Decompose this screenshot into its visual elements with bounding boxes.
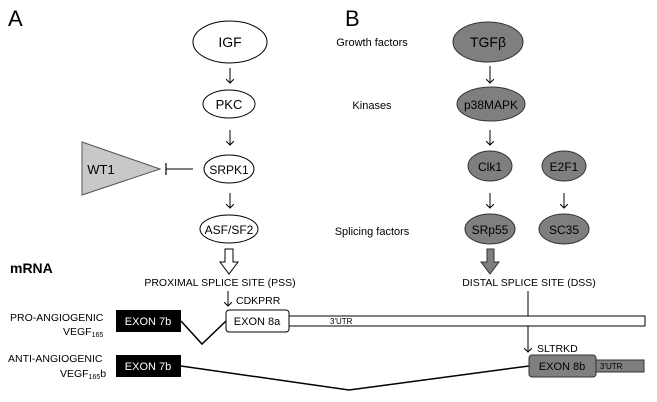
- igf-node: [192, 20, 268, 64]
- panel-label-b: B: [345, 6, 360, 31]
- pro-vegf-sub: 165: [92, 332, 104, 339]
- anti-vegf-label: VEGF165b: [60, 368, 106, 381]
- pss-hollow-arrow: [219, 248, 239, 275]
- sc35-node: [538, 213, 590, 245]
- mrna-title: mRNA: [10, 260, 53, 276]
- srp55-node: [464, 213, 516, 245]
- utr-top: [288, 315, 646, 327]
- wt1-label: WT1: [87, 162, 114, 177]
- e2f1-node: [541, 150, 587, 182]
- intron-splice-top: [180, 320, 227, 346]
- pro-angiogenic-label: PRO-ANGIOGENIC: [10, 312, 104, 324]
- dss-label: DISTAL SPLICE SITE (DSS): [462, 277, 596, 289]
- dss-filled-arrow: [480, 248, 500, 275]
- clk1-label: Clk1: [478, 160, 502, 174]
- exon-8a-label: EXON 8a: [234, 316, 281, 328]
- wt1-node: [81, 141, 162, 196]
- asf-sf2-node: [199, 214, 259, 244]
- intron-splice-bottom: [180, 365, 530, 391]
- anti-angiogenic-label: ANTI-ANGIOGENIC: [8, 353, 103, 365]
- tgfb-label: TGFβ: [470, 34, 506, 50]
- utr-top-label: 3'UTR: [330, 317, 353, 326]
- panel-label-a: A: [8, 6, 23, 31]
- pro-vegf-text: VEGF: [63, 326, 92, 338]
- pathway-b: TGFβ p38MAPK Clk1 E2F1 SRp55 SC35: [452, 21, 590, 245]
- pro-vegf-label: VEGF165: [63, 326, 103, 339]
- cdkprr-label: CDKPRR: [236, 295, 281, 307]
- label-growth-factors: Growth factors: [336, 37, 408, 49]
- utr-bottom-label: 3'UTR: [600, 362, 623, 371]
- anti-angiogenic-isoform: ANTI-ANGIOGENIC VEGF165b EXON 7b SLTRKD …: [8, 343, 645, 391]
- pkc-label: PKC: [216, 97, 243, 112]
- pro-angiogenic-isoform: PRO-ANGIOGENIC VEGF165 EXON 7b EXON 8a 3…: [10, 309, 646, 346]
- igf-label: IGF: [218, 34, 241, 50]
- exon-8b-label: EXON 8b: [539, 361, 585, 373]
- pathway-a: IGF PKC SRPK1 ASF/SF2 WT1: [81, 20, 268, 244]
- srpk1-label: SRPK1: [209, 163, 249, 177]
- asf-sf2-label: ASF/SF2: [205, 223, 254, 237]
- exon-7b-top-label: EXON 7b: [125, 316, 171, 328]
- exon-7b-bottom-label: EXON 7b: [125, 361, 171, 373]
- tgfb-node: [452, 21, 524, 63]
- anti-vegf-suffix: b: [100, 368, 106, 380]
- utr-bottom: [595, 359, 645, 373]
- srpk1-node: [203, 154, 255, 184]
- label-splicing-factors: Splicing factors: [335, 226, 410, 238]
- anti-vegf-text: VEGF: [60, 368, 89, 380]
- e2f1-label: E2F1: [550, 160, 579, 174]
- sc35-label: SC35: [549, 223, 579, 237]
- sltrkd-label: SLTRKD: [537, 343, 578, 355]
- p38mapk-label: p38MAPK: [464, 98, 518, 112]
- clk1-node: [467, 150, 513, 182]
- pkc-node: [202, 89, 256, 119]
- p38mapk-node: [456, 86, 526, 122]
- srp55-label: SRp55: [472, 223, 509, 237]
- exon-7b-top: [116, 310, 181, 332]
- pss-label: PROXIMAL SPLICE SITE (PSS): [144, 277, 295, 289]
- label-kinases: Kinases: [352, 100, 392, 112]
- exon-7b-bottom: [116, 355, 181, 377]
- anti-vegf-sub: 165: [89, 374, 101, 381]
